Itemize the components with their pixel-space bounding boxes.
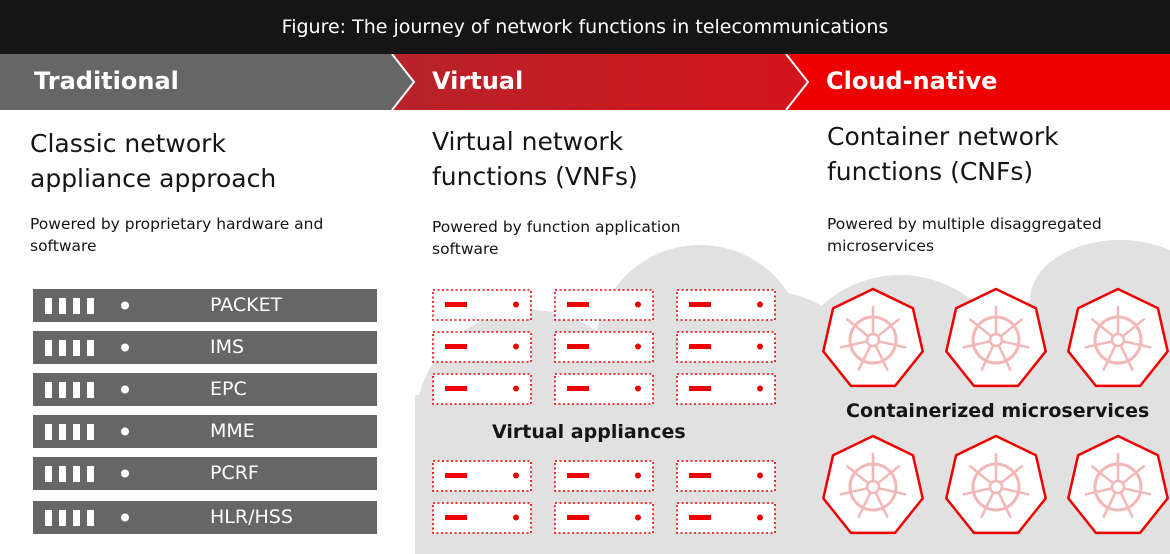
virtual-appliance-icon [676, 373, 776, 405]
rack-label-packet: PACKET [210, 294, 283, 316]
virtual-appliance-icon [432, 502, 532, 534]
virtual-appliances-label: Virtual appliances [492, 421, 686, 443]
virtual-appliance-icon [554, 331, 654, 363]
kubernetes-helm-icon [1067, 287, 1169, 388]
virtual-appliance-icon [676, 331, 776, 363]
heading-traditional: Classic network appliance approach [30, 129, 277, 193]
virtual-appliance-icon [554, 289, 654, 321]
traditional-racks [33, 289, 377, 534]
virtual-appliance-icon [676, 460, 776, 492]
cloud-shape [415, 240, 1170, 554]
virtual-appliance-icon [432, 373, 532, 405]
virtual-appliances-grid [432, 289, 776, 534]
virtual-appliance-icon [554, 502, 654, 534]
desc-virtual: Powered by function application software [432, 218, 681, 258]
rack-unit [33, 415, 377, 448]
virtual-appliance-icon [432, 331, 532, 363]
virtual-appliance-icon [432, 460, 532, 492]
stage-banner [0, 54, 1170, 110]
desc-traditional: Powered by proprietary hardware and soft… [30, 215, 324, 255]
stage-label-cloud-native: Cloud-native [826, 67, 998, 95]
virtual-appliance-icon [554, 373, 654, 405]
stage-label-virtual: Virtual [432, 67, 524, 95]
virtual-appliance-icon [676, 289, 776, 321]
band-traditional [0, 54, 414, 110]
containerized-microservices-label: Containerized microservices [846, 400, 1150, 422]
rack-label-mme: MME [210, 420, 255, 442]
rack-label-pcrf: PCRF [210, 462, 259, 484]
kubernetes-helm-icon [1067, 434, 1169, 535]
rack-label-ims: IMS [210, 336, 245, 358]
virtual-appliance-icon [554, 460, 654, 492]
stage-label-traditional: Traditional [34, 67, 179, 95]
rack-unit [33, 331, 377, 364]
band-cloud-native [786, 54, 1170, 110]
kubernetes-helm-icon [822, 434, 924, 535]
rack-unit [33, 457, 377, 490]
rack-unit [33, 373, 377, 406]
heading-cloud-native: Container network functions (CNFs) [827, 122, 1059, 186]
rack-label-hlr-hss: HLR/HSS [210, 506, 293, 528]
rack-unit [33, 501, 377, 534]
kubernetes-helm-icon [945, 287, 1047, 388]
kubernetes-helm-icon [945, 434, 1047, 535]
virtual-appliance-icon [676, 502, 776, 534]
kubernetes-helm-icon [822, 287, 924, 388]
rack-unit [33, 289, 377, 322]
desc-cloud-native: Powered by multiple disaggregated micros… [827, 215, 1102, 255]
rack-label-epc: EPC [210, 378, 247, 400]
band-virtual [392, 54, 808, 110]
heading-virtual: Virtual network functions (VNFs) [432, 127, 638, 191]
figure-title: Figure: The journey of network functions… [0, 0, 1170, 54]
virtual-appliance-icon [432, 289, 532, 321]
